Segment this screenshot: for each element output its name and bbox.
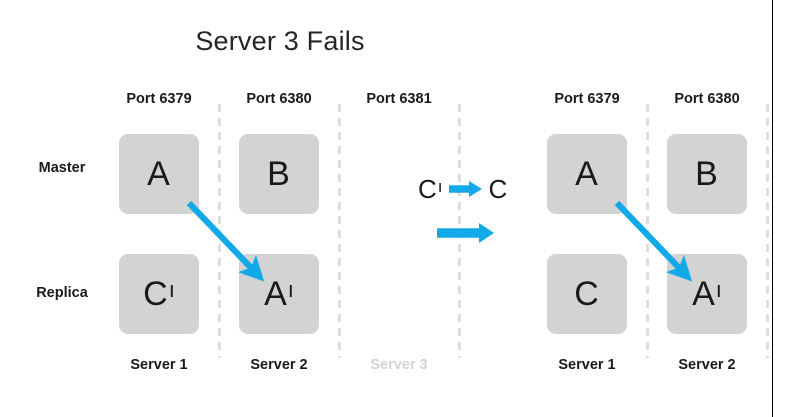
port-label-before-1: Port 6379 bbox=[126, 91, 192, 107]
right-edge-rule bbox=[772, 0, 773, 417]
failover-arrow-before bbox=[186, 200, 265, 282]
node-replica-before-1[interactable]: Cı bbox=[119, 254, 199, 334]
legend-transition bbox=[437, 222, 495, 244]
port-label-before-3: Port 6381 bbox=[366, 91, 432, 107]
node-label: A bbox=[147, 155, 170, 193]
server-label-after-1: Server 1 bbox=[558, 357, 616, 373]
page-title: Server 3 Fails bbox=[195, 26, 365, 56]
transition-arrow-icon bbox=[437, 223, 494, 243]
row-label-replica: Replica bbox=[36, 285, 88, 301]
row-label-master: Master bbox=[38, 160, 86, 176]
failover-arrow-after bbox=[614, 200, 693, 282]
node-label: C bbox=[574, 275, 599, 313]
port-label-after-1: Port 6379 bbox=[554, 91, 620, 107]
node-label: Cı bbox=[143, 275, 175, 313]
node-replica-after-1[interactable]: C bbox=[547, 254, 627, 334]
node-master-after-2[interactable]: B bbox=[667, 134, 747, 214]
node-label: B bbox=[695, 155, 718, 193]
port-label-after-2: Port 6380 bbox=[674, 91, 740, 107]
node-master-after-1[interactable]: A bbox=[547, 134, 627, 214]
column-separator-5 bbox=[766, 104, 769, 358]
server-label-before-1: Server 1 bbox=[130, 357, 188, 373]
column-separator-2 bbox=[338, 104, 341, 358]
legend-promotion: Cı C bbox=[418, 176, 508, 202]
server-label-after-2: Server 2 bbox=[678, 357, 736, 373]
server-label-before-3-failed: Server 3 bbox=[370, 357, 428, 373]
legend-from-label: Cı bbox=[418, 174, 443, 204]
node-label: A bbox=[575, 155, 598, 193]
legend-to-label: C bbox=[488, 174, 508, 204]
server-label-before-2: Server 2 bbox=[250, 357, 308, 373]
node-label: Aı bbox=[692, 275, 722, 313]
node-master-before-1[interactable]: A bbox=[119, 134, 199, 214]
node-label: Aı bbox=[264, 275, 294, 313]
promotion-arrow-icon bbox=[448, 181, 482, 197]
port-label-before-2: Port 6380 bbox=[246, 91, 312, 107]
node-master-before-2[interactable]: B bbox=[239, 134, 319, 214]
node-label: B bbox=[267, 155, 290, 193]
